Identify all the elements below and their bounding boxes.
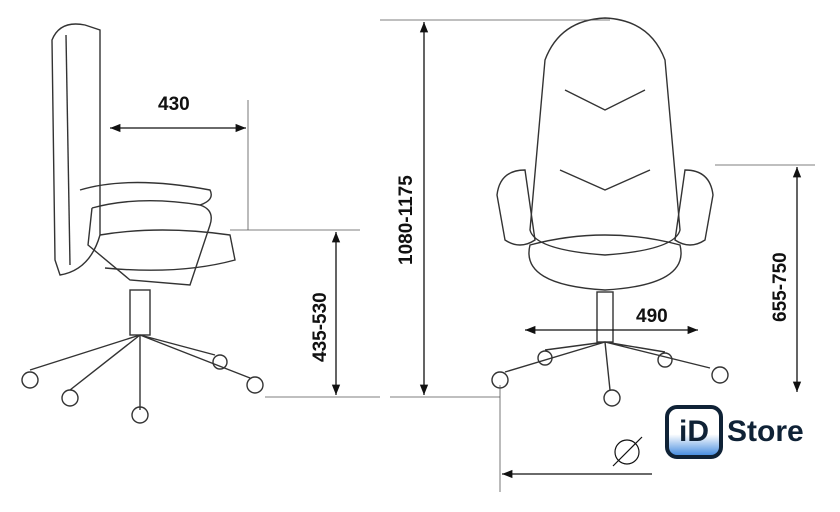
side-view-chair — [21, 23, 264, 424]
logo-badge: iD — [665, 405, 723, 459]
seat-height-label: 435-530 — [310, 292, 331, 362]
seat-width-label: 490 — [636, 306, 668, 327]
seat-depth-label: 430 — [158, 94, 190, 115]
total-height-label: 1080-1175 — [396, 175, 417, 265]
idstore-logo: iD Store — [665, 405, 804, 459]
armrest-height-label: 655-750 — [770, 252, 791, 322]
front-view-chair — [491, 17, 729, 407]
logo-text: Store — [727, 415, 804, 448]
dimension-arrows — [110, 22, 802, 479]
extension-lines — [230, 19, 815, 492]
diameter-symbol-icon — [612, 436, 643, 467]
